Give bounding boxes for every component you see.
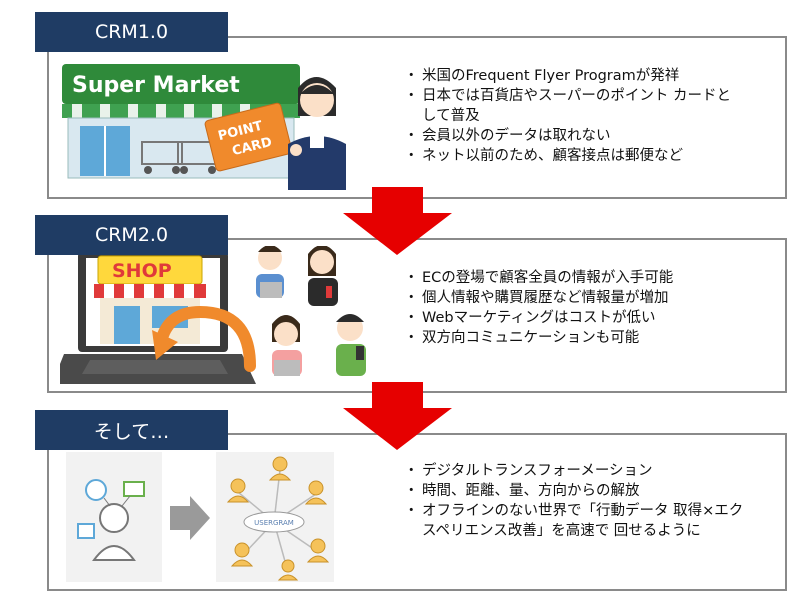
shop-sign-text: SHOP <box>112 260 172 282</box>
usergram-logo-text: USERGRAM <box>254 519 294 527</box>
down-arrow-icon <box>343 187 452 255</box>
usergram-logo <box>243 511 305 533</box>
section-label-crm2: CRM2.0 <box>35 215 228 255</box>
bullet-item: オフラインのない世界で「行動データ 取得×エクスペリエンス改善」を高速で 回せる… <box>404 501 752 541</box>
bullet-item: 個人情報や購買履歴など情報量が増加 <box>404 288 673 308</box>
shop-icon: SHOP <box>94 255 206 344</box>
crm2-bullet-list: ECの登場で顧客全員の情報が入手可能 個人情報や購買履歴など情報量が増加 Web… <box>404 268 673 348</box>
bullet-item: 時間、距離、量、方向からの解放 <box>404 481 752 501</box>
bullet-item: 日本では百貨店やスーパーのポイント カードとして普及 <box>404 86 742 126</box>
bullet-item: ネット以前のため、顧客接点は郵便など <box>404 146 742 166</box>
return-arrow-icon <box>152 305 256 372</box>
bullet-item: ECの登場で顧客全員の情報が入手可能 <box>404 268 673 288</box>
customer-man-smartphone-icon <box>336 314 366 376</box>
point-card-icon: POINT CARD <box>204 102 293 172</box>
supermarket-illustration: Super Market POINT CARD <box>62 64 346 190</box>
usergram-illustration: USERGRAM <box>66 452 334 582</box>
market-sign-text: Super Market <box>72 73 240 98</box>
bullet-item: デジタルトランスフォーメーション <box>404 461 752 481</box>
dx-bullet-list: デジタルトランスフォーメーション 時間、距離、量、方向からの解放 オフラインのな… <box>404 461 752 541</box>
shopping-cart-icon <box>141 141 219 174</box>
section-label-crm1: CRM1.0 <box>35 12 228 52</box>
bullet-item: 会員以外のデータは取れない <box>404 126 742 146</box>
down-arrow-icon <box>343 382 452 450</box>
user-data-icon <box>77 479 145 561</box>
ec-shop-illustration: SHOP <box>60 246 366 384</box>
user-node-icons <box>226 456 330 581</box>
section-label-soshite: そして… <box>35 410 228 450</box>
bullet-item: Webマーケティングはコストが低い <box>404 308 673 328</box>
clerk-woman-icon <box>288 77 346 190</box>
bullet-item: 双方向コミュニケーションも可能 <box>404 328 673 348</box>
customer-woman-phone-icon <box>308 246 338 306</box>
bullet-item: 米国のFrequent Flyer Programが発祥 <box>404 66 742 86</box>
crm1-bullet-list: 米国のFrequent Flyer Programが発祥 日本では百貨店やスーパ… <box>404 66 742 166</box>
transform-arrow-icon <box>170 496 210 540</box>
customer-man-laptop-icon <box>256 246 284 298</box>
market-sign-board <box>62 64 300 104</box>
customer-woman-laptop-icon <box>272 315 302 376</box>
